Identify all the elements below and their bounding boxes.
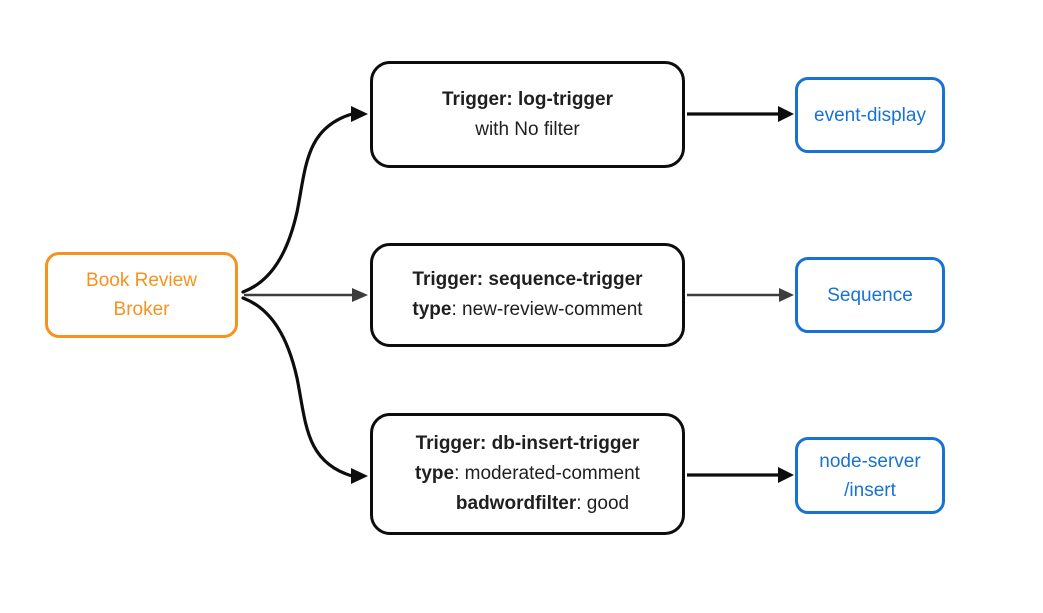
trigger-node-sequence-trigger: Trigger: sequence-trigger type: new-revi… [370, 243, 685, 347]
arrowhead-log-trigger-to-event-display [778, 106, 794, 122]
trigger-attr-line: type: new-review-comment [412, 295, 642, 325]
trigger-subtitle: with No filter [475, 118, 580, 140]
trigger-attr-value: : moderated-comment [454, 463, 640, 484]
trigger-attr-line: type: moderated-comment [415, 459, 640, 489]
arrowhead-broker-to-sequence-trigger [352, 288, 368, 302]
sink-label: event-display [814, 104, 926, 126]
trigger-attr-key: type [415, 463, 455, 484]
trigger-title: Trigger: sequence-trigger [412, 269, 643, 290]
arrowhead-sequence-trigger-to-sequence [779, 288, 794, 302]
edge-broker-to-db-insert-trigger [241, 296, 354, 478]
sink-node-event-display: event-display [795, 77, 945, 153]
broker-label-line1: Book Review [86, 270, 197, 291]
sink-label-line2: /insert [844, 479, 896, 501]
trigger-attr-line: badwordfilter: good [456, 489, 629, 519]
arrowhead-broker-to-db-insert-trigger [351, 468, 368, 484]
broker-node: Book Review Broker [45, 252, 238, 338]
trigger-attr-key: type [412, 299, 452, 320]
trigger-node-log-trigger: Trigger: log-trigger with No filter [370, 61, 685, 168]
trigger-attr-value: : good [576, 493, 630, 514]
trigger-title: Trigger: log-trigger [442, 88, 613, 110]
sink-node-node-server-insert: node-server /insert [795, 437, 945, 514]
trigger-attr-value: : new-review-comment [451, 299, 643, 320]
arrowhead-broker-to-log-trigger [351, 106, 368, 122]
sink-node-sequence: Sequence [795, 257, 945, 333]
trigger-attr-key: badwordfilter [455, 493, 577, 514]
arrowhead-db-insert-trigger-to-node-server [778, 467, 794, 483]
sink-label-line1: node-server [819, 450, 921, 472]
trigger-node-db-insert-trigger: Trigger: db-insert-trigger type: moderat… [370, 413, 685, 535]
broker-label-line2: Broker [113, 299, 170, 320]
trigger-title: Trigger: db-insert-trigger [415, 433, 640, 454]
sink-label: Sequence [827, 284, 913, 306]
edge-broker-to-log-trigger [241, 112, 354, 294]
